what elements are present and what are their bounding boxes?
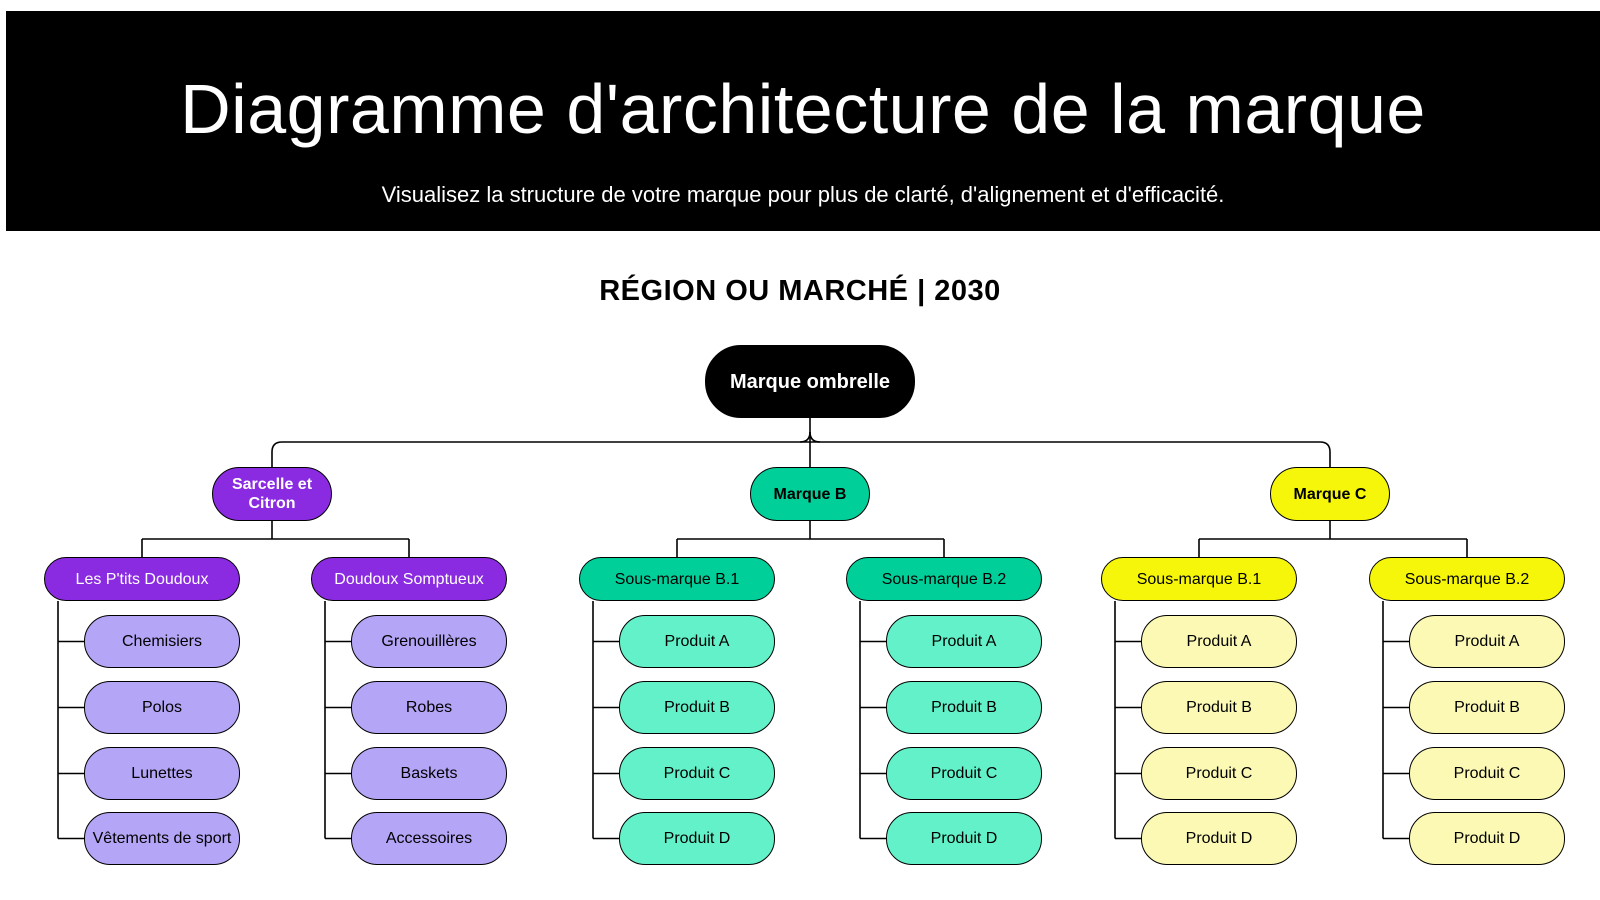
product-node: Chemisiers — [84, 615, 240, 668]
product-node: Produit C — [1409, 747, 1565, 800]
product-node: Baskets — [351, 747, 507, 800]
product-node: Produit D — [1141, 812, 1297, 865]
subbrand-node: Les P'tits Doudoux — [44, 557, 240, 601]
product-node: Produit B — [619, 681, 775, 734]
brand-node: Sarcelle et Citron — [212, 467, 332, 521]
connector-root-curve-left — [799, 431, 811, 443]
product-node: Produit C — [886, 747, 1042, 800]
product-node: Vêtements de sport — [84, 812, 240, 865]
page-title: Diagramme d'architecture de la marque — [180, 70, 1426, 148]
product-node: Produit D — [1409, 812, 1565, 865]
product-node: Produit B — [1409, 681, 1565, 734]
product-node: Produit A — [886, 615, 1042, 668]
product-node: Produit A — [1141, 615, 1297, 668]
product-node: Produit C — [619, 747, 775, 800]
product-node: Grenouillères — [351, 615, 507, 668]
page-subtitle: Visualisez la structure de votre marque … — [381, 182, 1225, 207]
subbrand-node: Sous-marque B.1 — [579, 557, 775, 601]
root-brand-node: Marque ombrelle — [705, 345, 915, 418]
header-banner: Diagramme d'architecture de la marque Vi… — [6, 11, 1600, 231]
product-node: Produit D — [886, 812, 1042, 865]
product-node: Robes — [351, 681, 507, 734]
product-node: Polos — [84, 681, 240, 734]
subbrand-node: Doudoux Somptueux — [311, 557, 507, 601]
section-title: RÉGION OU MARCHÉ | 2030 — [599, 275, 1001, 307]
brand-node: Marque C — [1270, 467, 1390, 521]
product-node: Produit D — [619, 812, 775, 865]
product-node: Lunettes — [84, 747, 240, 800]
connector-brand-bus — [271, 441, 1331, 467]
connector-root-curve-right — [809, 431, 821, 443]
product-node: Accessoires — [351, 812, 507, 865]
product-node: Produit A — [1409, 615, 1565, 668]
subbrand-node: Sous-marque B.2 — [846, 557, 1042, 601]
brand-node: Marque B — [750, 467, 870, 521]
product-node: Produit A — [619, 615, 775, 668]
product-node: Produit B — [1141, 681, 1297, 734]
subbrand-node: Sous-marque B.1 — [1101, 557, 1297, 601]
product-node: Produit B — [886, 681, 1042, 734]
subbrand-node: Sous-marque B.2 — [1369, 557, 1565, 601]
product-node: Produit C — [1141, 747, 1297, 800]
